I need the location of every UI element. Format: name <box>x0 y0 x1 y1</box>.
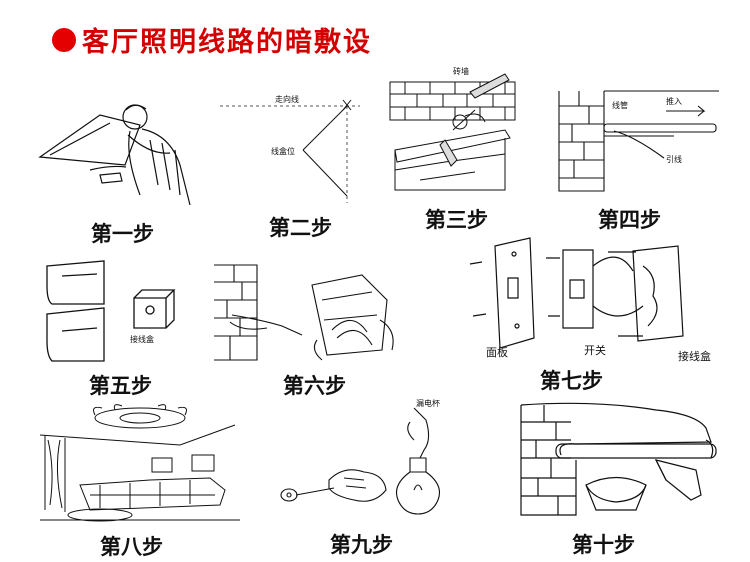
step-1-illustration <box>30 95 200 205</box>
step-6-illustration <box>212 260 412 365</box>
step-9-illustration: 漏电杯 <box>274 399 464 518</box>
junction-box-label-7: 接线盒 <box>678 350 711 363</box>
switch-label: 开关 <box>584 344 606 357</box>
step-10-caption: 第十步 <box>572 533 635 557</box>
living-room-drawing <box>40 400 240 525</box>
step-8-illustration <box>40 400 240 525</box>
step-7-caption: 第七步 <box>540 369 603 393</box>
route-line-label: 走向线 <box>275 95 299 104</box>
step-1-caption: 第一步 <box>91 222 154 246</box>
bullet-icon <box>52 27 76 52</box>
push-in-label: 推入 <box>666 97 682 106</box>
step-10-illustration <box>516 400 726 520</box>
junction-box-embed-drawing <box>42 256 192 366</box>
conduit-insertion-drawing <box>554 86 724 196</box>
title-bar: 客厅照明线路的暗敷设 <box>52 20 372 59</box>
box-position-label: 线盒位 <box>271 147 295 156</box>
step-4-illustration: 线管 推入 引线 <box>554 86 724 196</box>
brick-wall-label: 砖墙 <box>453 67 469 76</box>
step-6-caption: 第六步 <box>283 374 346 398</box>
step-2-illustration: 走向线 线盒位 <box>215 88 365 208</box>
chisel-brick-wall-drawing <box>385 70 525 198</box>
wall-repair-drawing <box>516 400 726 520</box>
leakage-cup-label: 漏电杯 <box>416 399 440 408</box>
step-9-caption: 第九步 <box>330 533 393 557</box>
person-drafting-drawing <box>30 95 200 205</box>
wire-threading-drawing <box>212 260 412 365</box>
test-lamp-drawing <box>274 400 464 518</box>
step-5-illustration: 接线盒 <box>42 256 192 366</box>
faceplate-label: 面板 <box>486 346 508 359</box>
step-5-caption: 第五步 <box>89 374 152 398</box>
step-4-caption: 第四步 <box>598 208 661 232</box>
switch-assembly-drawing <box>468 236 726 360</box>
step-7-illustration: 面板 开关 接线盒 <box>468 236 726 363</box>
step-3-illustration: 砖墙 <box>385 67 525 198</box>
page-title: 客厅照明线路的暗敷设 <box>82 27 372 58</box>
wiring-route-drawing <box>215 88 365 208</box>
step-8-caption: 第八步 <box>100 535 163 559</box>
step-2-caption: 第二步 <box>269 216 332 240</box>
junction-box-label-5: 接线盒 <box>130 335 154 344</box>
conduit-label: 线管 <box>612 101 628 110</box>
step-3-caption: 第三步 <box>425 208 488 232</box>
lead-wire-label: 引线 <box>666 155 682 164</box>
